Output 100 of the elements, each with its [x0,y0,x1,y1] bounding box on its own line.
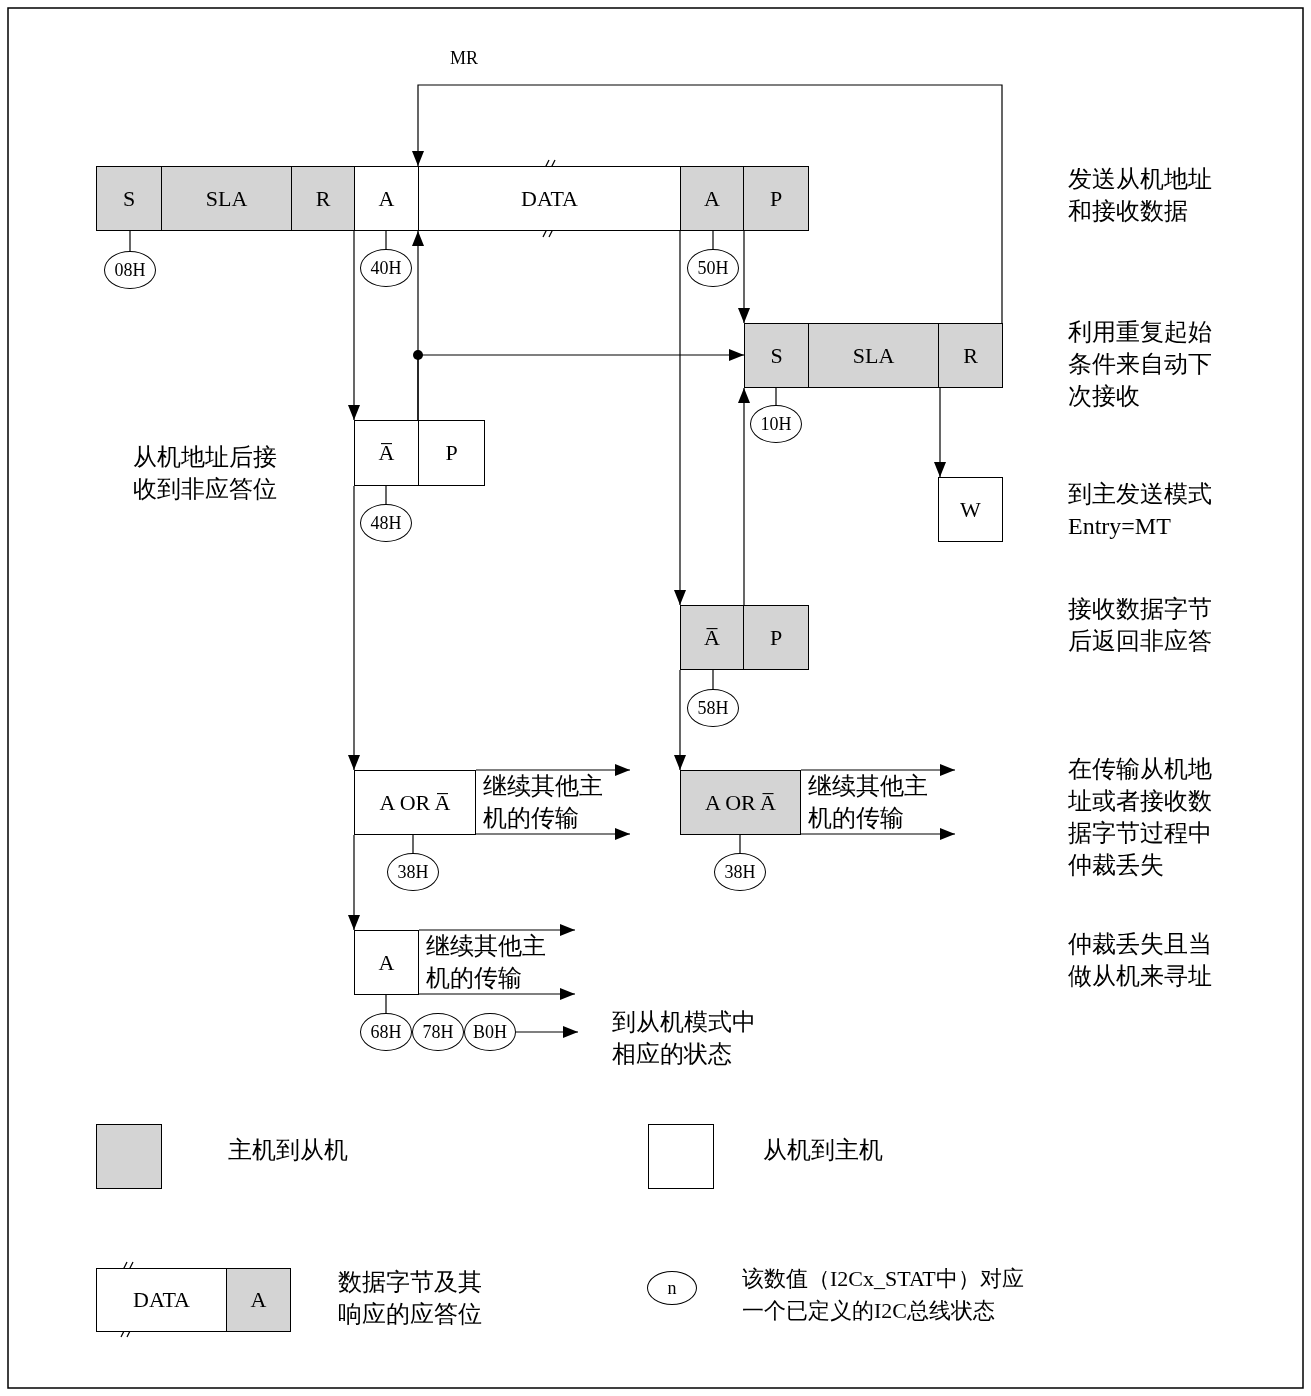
leader-line [385,485,387,505]
legend-text: 主机到从机 [228,1136,348,1165]
field-label: R [315,185,331,212]
arrow [800,764,956,776]
continuation-text: 继续其他主机的传输 [483,772,604,833]
field-label: A̅ [704,624,720,651]
status-oval [464,1013,516,1051]
status-code: 50H [697,257,729,279]
arrow [412,84,1003,324]
status-oval [360,504,412,542]
arrow [738,387,750,606]
arrow [348,834,360,931]
field-label: P [769,185,783,212]
status-code: B0H [473,1021,507,1043]
leader-line [775,387,777,406]
field-label: S [770,342,783,369]
arrow [475,764,631,776]
bit-field [808,323,939,388]
arrow [475,828,631,840]
leader-line [712,669,714,690]
bit-field [96,166,162,231]
field-label: A [378,185,395,212]
status-code: 68H [370,1021,402,1043]
description-text: 接收数据字节后返回非应答 [1068,595,1213,656]
bit-field [354,166,419,231]
status-code: 38H [397,861,429,883]
arrow [418,988,576,1000]
bit-field [161,166,292,231]
status-oval [387,853,439,891]
status-code: 38H [724,861,756,883]
field-label: A̅ [378,440,395,466]
leader-line [739,834,741,854]
description-text: 发送从机地址和接收数据 [1068,165,1213,226]
field-label: A [378,949,395,976]
status-code: 40H [370,257,402,279]
description-text: 到主发送模式 Entry=MT [1068,480,1213,541]
bit-field [680,166,744,231]
status-code: 10H [760,413,792,435]
status-code: 08H [114,259,146,281]
status-code: n [667,1277,677,1299]
description-text: 在传输从机地址或者接收数据字节过程中仲裁丢失 [1068,755,1213,880]
arrow [800,828,956,840]
status-oval [647,1271,697,1305]
status-oval [750,405,802,443]
arrow [418,924,576,936]
bit-field [938,323,1003,388]
status-oval [687,689,739,727]
state-note: 到从机模式中相应的状态 [578,1006,778,1076]
description-text: 仲裁丢失且当做从机来寻址 [1068,930,1213,991]
status-code: 48H [370,512,402,534]
status-code: 78H [422,1021,454,1043]
bit-field [743,166,809,231]
leader-line [385,994,387,1014]
bit-field [418,166,681,231]
status-oval [714,853,766,891]
arrow [348,485,360,771]
arrow [674,669,686,771]
continuation-text: 继续其他主机的传输 [808,772,929,833]
leader-line [129,230,131,252]
leader-line [385,230,387,250]
arrow [348,230,360,421]
leader-line [712,230,714,250]
status-code: 58H [697,697,729,719]
status-oval [104,251,156,289]
arrow [417,349,745,421]
field-label: P [769,624,783,651]
field-label: W [960,496,981,523]
field-label: SLA [852,342,895,369]
bit-field [418,420,485,486]
arrow [738,230,750,324]
continuation-text: 继续其他主机的传输 [426,932,547,993]
bit-field [744,323,809,388]
legend-text: 该数值（I2Cx_STAT中）对应一个已定义的I2C总线状态 [742,1265,1025,1325]
bit-field [743,605,809,670]
field-label: P [445,440,458,466]
field-label: S [122,185,136,212]
bit-field [354,420,419,486]
description-text: 从机地址后接收到非应答位 [133,443,278,504]
bit-field [680,605,744,670]
bit-field [291,166,355,231]
field-label: A [704,185,720,212]
leader-line [412,834,414,854]
legend-text: 从机到主机 [763,1136,883,1165]
description-text: 利用重复起始条件来自动下次接收 [1068,318,1213,411]
field-label: A [250,1287,267,1313]
legend-text: 数据字节及其响应的应答位 [338,1268,483,1329]
status-oval [360,1013,412,1051]
field-label: SLA [205,185,248,212]
field-label: A OR A̅ [379,789,451,816]
status-oval [360,249,412,287]
arrow [515,1026,579,1038]
field-label: A OR A̅ [705,789,776,816]
field-label: DATA [133,1287,190,1313]
status-oval [412,1013,464,1051]
bit-field [938,477,1003,542]
bit-field [226,1268,291,1332]
bit-field [96,1268,227,1332]
arrow [934,387,946,478]
arrow [674,230,686,606]
field-label: DATA [521,185,578,212]
